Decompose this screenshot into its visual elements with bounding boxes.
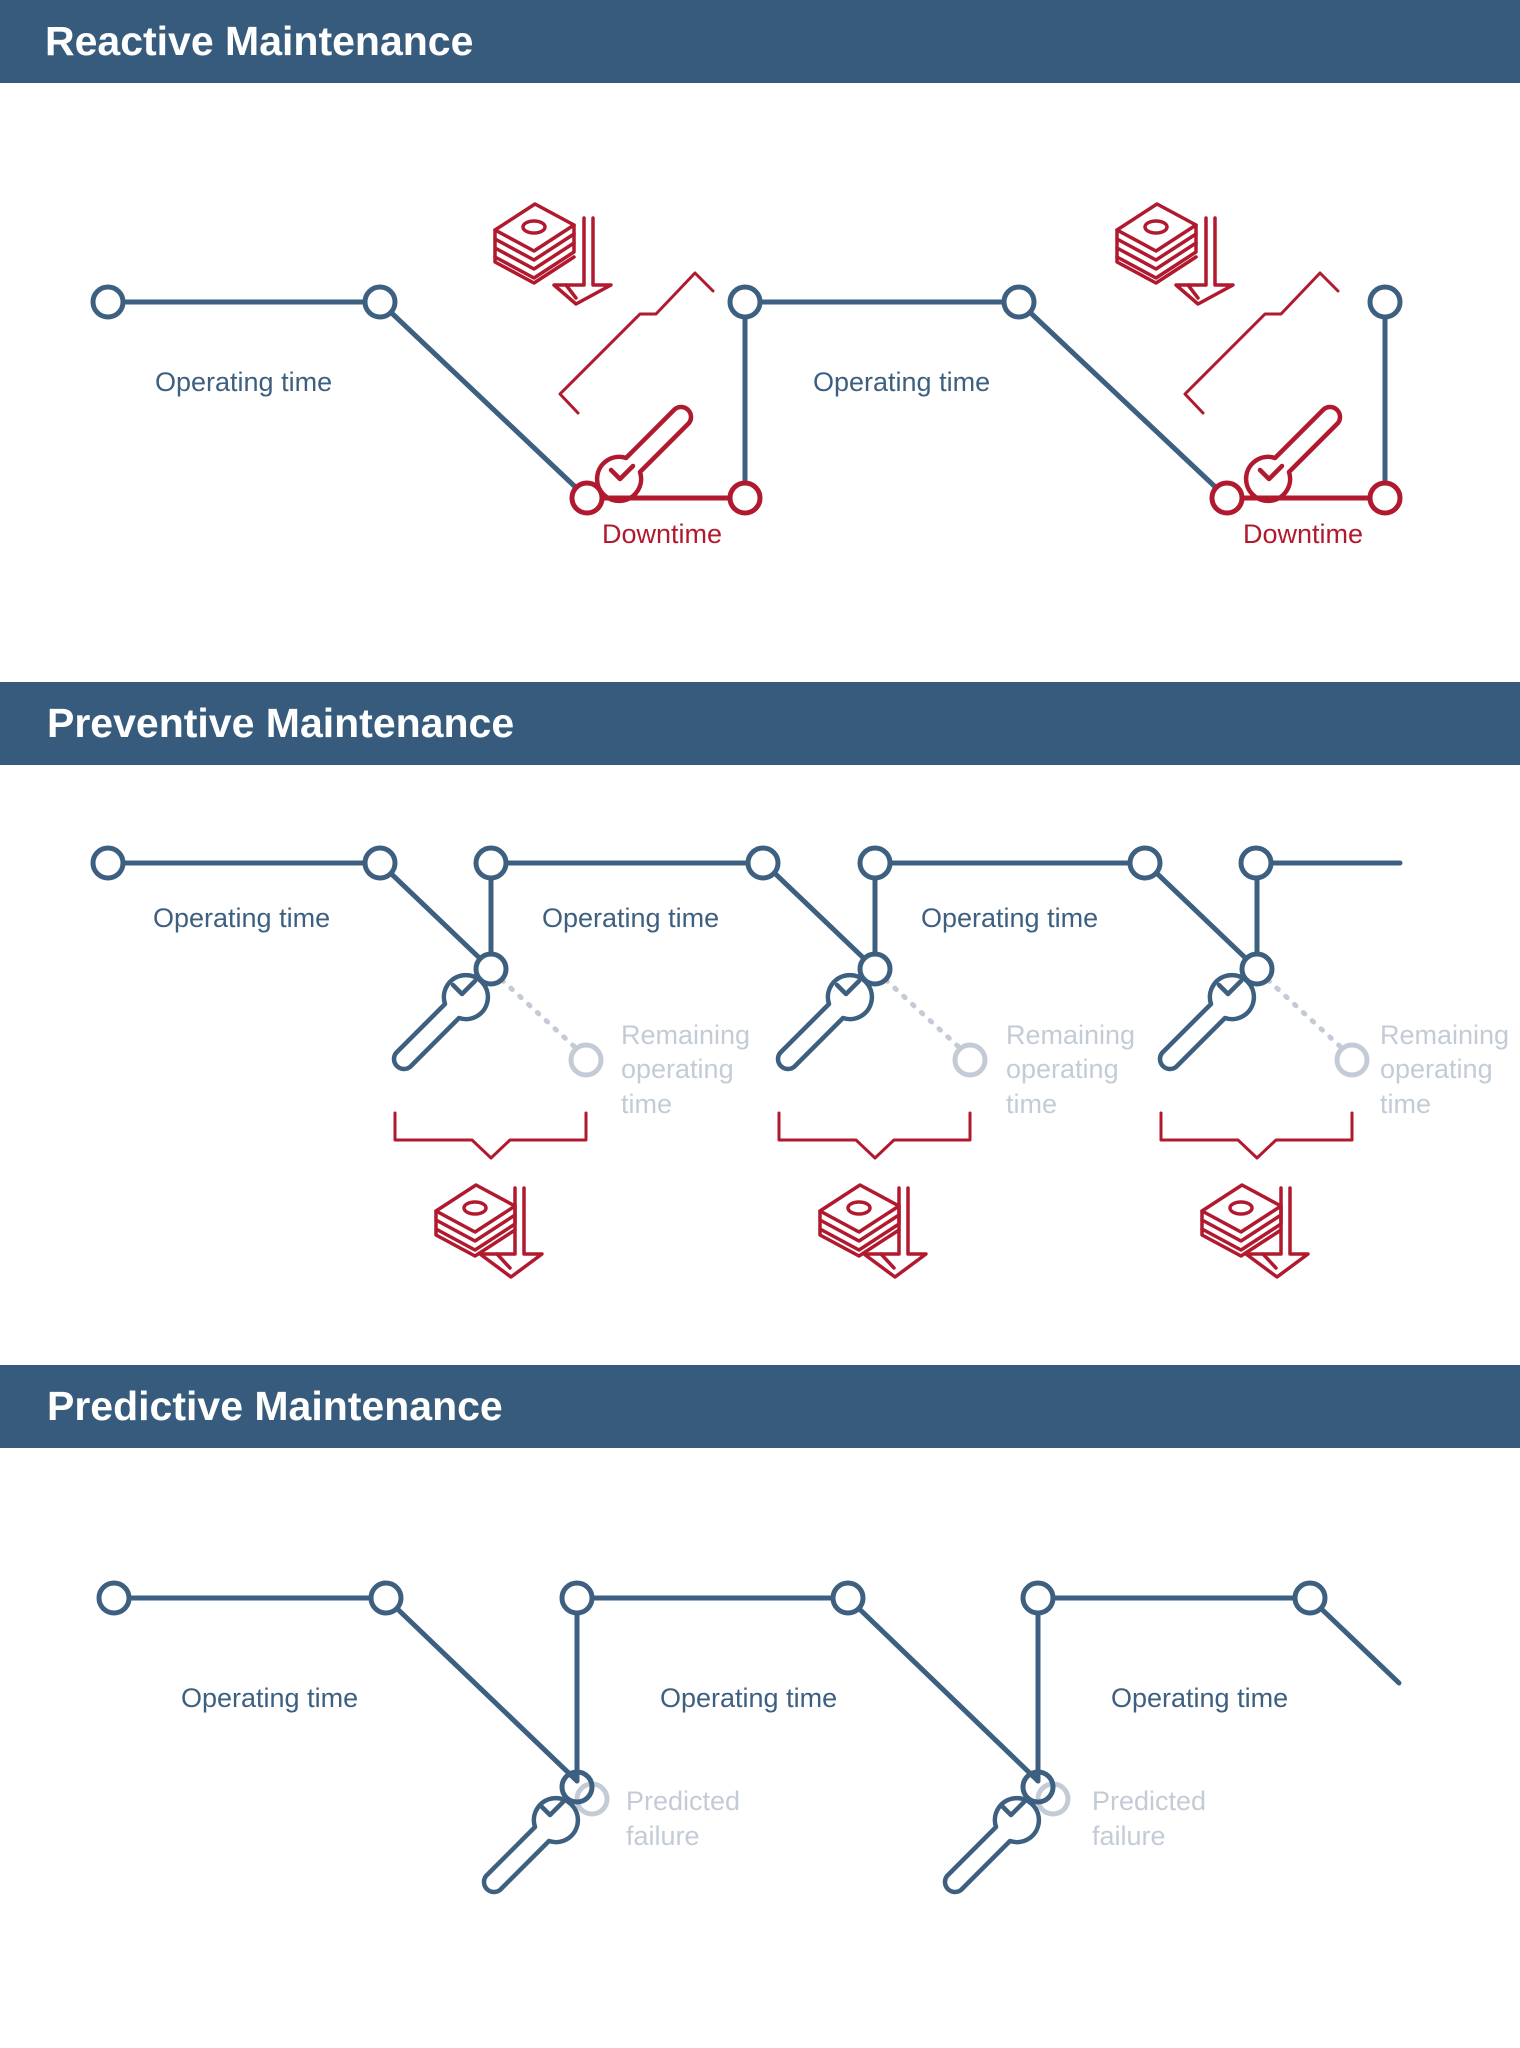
operating-time-label: Operating time [155, 367, 332, 397]
remaining-label: Remaining [1380, 1020, 1509, 1050]
down-arrow-icon [1174, 216, 1235, 306]
remaining-label: time [1380, 1089, 1431, 1119]
predicted-failure-label: failure [1092, 1821, 1166, 1851]
remaining-label: time [1006, 1089, 1057, 1119]
remaining-label: time [621, 1089, 672, 1119]
remaining-label: Remaining [621, 1020, 750, 1050]
remaining-label: operating [1380, 1054, 1493, 1084]
preventive-header: Preventive Maintenance [0, 682, 1520, 765]
operating-time-label: Operating time [1111, 1683, 1288, 1713]
money-stack-icon [493, 202, 576, 285]
failure-zigzag-icon [1183, 271, 1340, 415]
failure-zigzag-icon [558, 271, 715, 415]
downtime-label: Downtime [602, 519, 722, 549]
remaining-label: operating [621, 1054, 734, 1084]
predicted-failure-label: Predicted [1092, 1786, 1206, 1816]
wrench-icon [484, 1772, 607, 1892]
wrench-icon [1146, 863, 1367, 1277]
reactive-header: Reactive Maintenance [0, 0, 1520, 83]
wrench-icon [945, 1772, 1068, 1892]
down-arrow-icon [552, 216, 613, 306]
predictive-title: Predictive Maintenance [47, 1383, 503, 1429]
operating-time-label: Operating time [542, 903, 719, 933]
reactive-diagram: Operating time Operating time Downtime D… [90, 202, 1403, 549]
predicted-failure-label: failure [626, 1821, 700, 1851]
predictive-header: Predictive Maintenance [0, 1365, 1520, 1448]
wrench-icon [594, 404, 694, 504]
reactive-title: Reactive Maintenance [45, 18, 474, 64]
remaining-label: operating [1006, 1054, 1119, 1084]
operating-time-label: Operating time [181, 1683, 358, 1713]
predicted-failure-label: Predicted [626, 1786, 740, 1816]
operating-time-label: Operating time [153, 903, 330, 933]
operating-time-label: Operating time [813, 367, 990, 397]
preventive-diagram: Operating time Operating time Operating … [90, 845, 1509, 1365]
preventive-title: Preventive Maintenance [47, 700, 515, 746]
wrench-icon [1243, 404, 1343, 504]
downtime-label: Downtime [1243, 519, 1363, 549]
operating-time-label: Operating time [660, 1683, 837, 1713]
predictive-diagram: Operating time Operating time Operating … [96, 1580, 1402, 2048]
operating-time-label: Operating time [921, 903, 1098, 933]
money-stack-icon [1115, 202, 1198, 285]
remaining-label: Remaining [1006, 1020, 1135, 1050]
